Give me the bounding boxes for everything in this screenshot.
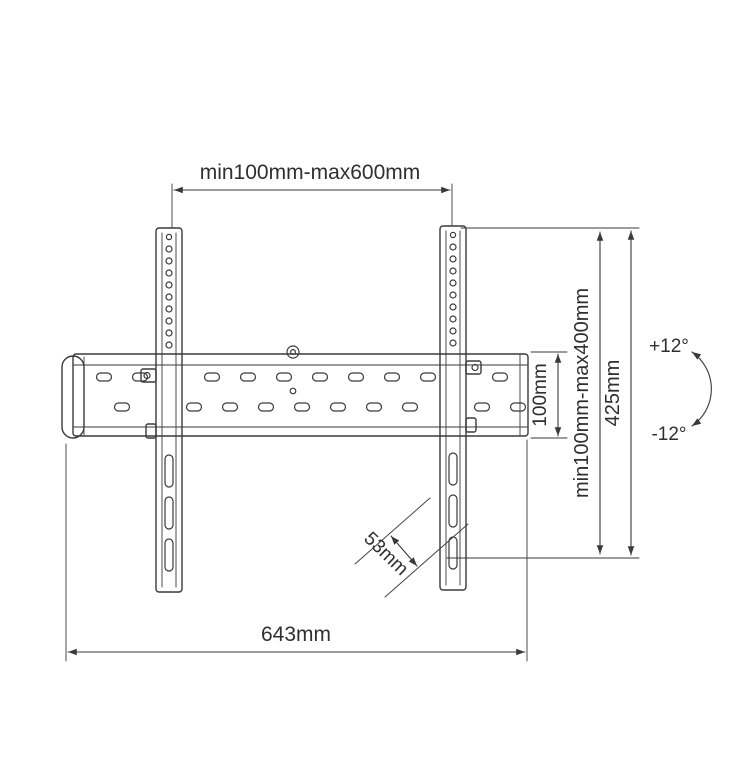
dim-total-width: 643mm	[65, 439, 528, 662]
tilt-up-label: +12°	[649, 336, 689, 357]
right-bracket-lock-knob	[465, 360, 482, 433]
total-width-label: 643mm	[261, 623, 331, 646]
dim-bracket-height: 425mm	[446, 227, 640, 559]
tilt-arc	[691, 351, 712, 427]
left-bracket-body	[155, 227, 183, 593]
right-bracket-body	[439, 225, 467, 591]
dim-plate-height: 100mm	[530, 351, 568, 439]
right-bracket-slots	[448, 452, 458, 570]
tilt-angle-indicator: +12° -12°	[649, 336, 712, 445]
mount-depth-label: 53mm	[360, 528, 413, 580]
bracket-height-label: 425mm	[602, 360, 624, 427]
plate-body	[72, 353, 529, 437]
plate-slots-top	[95, 372, 509, 382]
wall-plate	[61, 345, 529, 439]
left-bracket-lock-knob	[140, 368, 157, 439]
vesa-range-label: min100mm-max400mm	[571, 288, 593, 498]
plate-height-label: 100mm	[530, 363, 551, 426]
left-vesa-bracket	[140, 227, 183, 593]
tilt-down-label: -12°	[651, 424, 686, 445]
right-bracket-holes	[449, 243, 457, 347]
dim-top-width: min100mm-max600mm	[171, 161, 453, 228]
top-width-label: min100mm-max600mm	[200, 161, 421, 184]
dim-mount-depth: 53mm	[354, 497, 469, 598]
plate-slots-bottom	[113, 402, 527, 412]
left-bracket-slots	[164, 454, 174, 572]
right-vesa-bracket	[439, 225, 482, 591]
plate-keyhole	[286, 345, 300, 395]
dim-vesa-range: min100mm-max400mm	[571, 231, 604, 555]
left-bracket-holes	[165, 245, 173, 349]
